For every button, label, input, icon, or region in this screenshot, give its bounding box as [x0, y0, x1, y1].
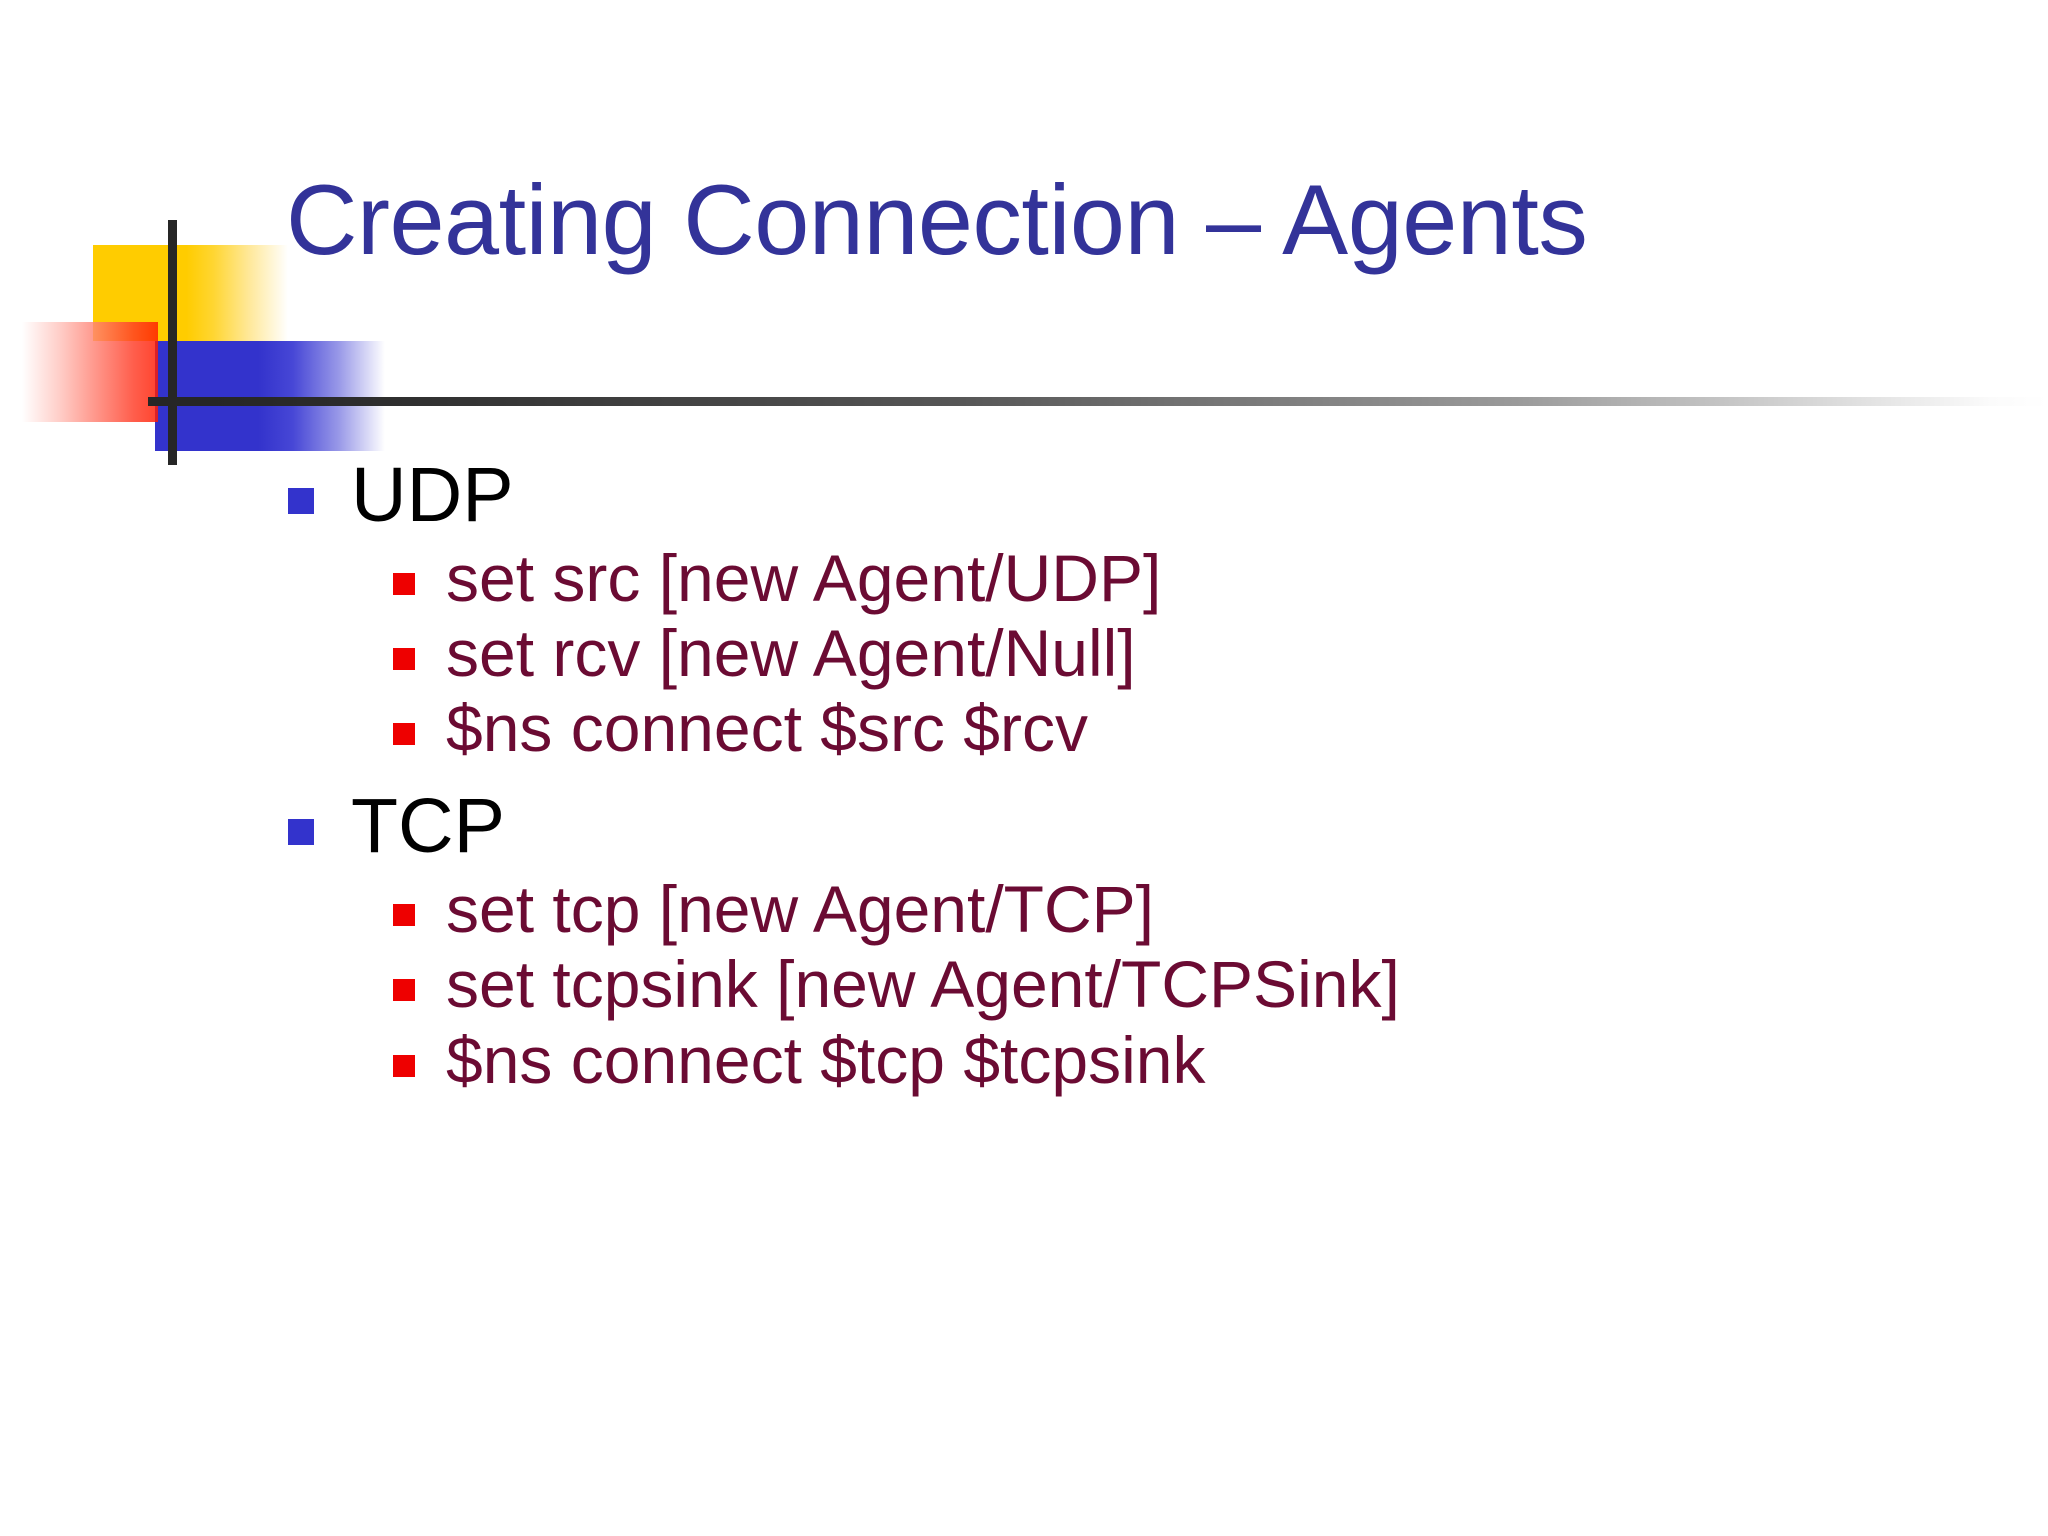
slide-body: UDP set src [new Agent/UDP] set rcv [new…: [0, 452, 2048, 1100]
bullet-group-tcp: TCP set tcp [new Agent/TCP] set tcpsink …: [0, 786, 2048, 1095]
list-item-level2: set src [new Agent/UDP]: [0, 540, 2048, 615]
list-item-level1: TCP: [0, 786, 2048, 868]
list-item-level2: set rcv [new Agent/Null]: [0, 615, 2048, 690]
group-spacer: [0, 768, 2048, 786]
list-item-label: set tcpsink [new Agent/TCPSink]: [446, 947, 1400, 1022]
list-item-label: set tcp [new Agent/TCP]: [446, 872, 1155, 947]
list-item-level2: $ns connect $tcp $tcpsink: [0, 1022, 2048, 1097]
square-bullet-icon: [393, 723, 415, 746]
list-item-label: set src [new Agent/UDP]: [446, 540, 1162, 615]
logo-yellow-square-icon: [93, 245, 288, 341]
list-item-label: UDP: [351, 452, 514, 538]
page-title: Creating Connection – Agents: [286, 164, 1588, 275]
square-bullet-icon: [393, 572, 415, 595]
list-item-label: $ns connect $src $rcv: [446, 691, 1088, 766]
title-underline-rule: [148, 397, 2048, 406]
square-bullet-icon: [393, 979, 415, 1002]
list-item-label: TCP: [351, 783, 505, 870]
list-item-level2: $ns connect $src $rcv: [0, 691, 2048, 766]
logo-vertical-line-icon: [168, 220, 177, 465]
square-bullet-icon: [288, 819, 314, 846]
square-bullet-icon: [288, 488, 314, 514]
logo-blue-square-icon: [155, 341, 385, 451]
list-item-level1: UDP: [0, 452, 2048, 538]
list-item-level2: set tcpsink [new Agent/TCPSink]: [0, 949, 2048, 1020]
square-bullet-icon: [393, 647, 415, 670]
square-bullet-icon: [393, 904, 415, 927]
list-item-label: set rcv [new Agent/Null]: [446, 615, 1136, 690]
square-bullet-icon: [393, 1054, 415, 1077]
list-item-label: $ns connect $tcp $tcpsink: [446, 1022, 1206, 1097]
bullet-group-udp: UDP set src [new Agent/UDP] set rcv [new…: [0, 452, 2048, 766]
list-item-level2: set tcp [new Agent/TCP]: [0, 872, 2048, 947]
logo-red-square-icon: [22, 322, 158, 422]
